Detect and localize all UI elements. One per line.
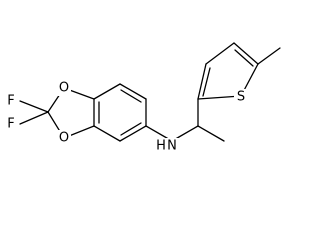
molecule-structure: F F O O H N S: [7, 42, 281, 154]
atom-fluorine-upper: F: [7, 94, 14, 109]
structure-canvas: F F O O H N S: [7, 42, 281, 154]
atom-sulfur: S: [237, 90, 245, 105]
bond-th-s-c2: [197, 95, 242, 100]
bond-ring-a: [93, 83, 121, 100]
bond-cf-upper: [19, 100, 49, 113]
bond-ring-b: [119, 83, 147, 100]
atom-oxygen-upper: O: [59, 81, 69, 96]
bond-th-c4-c5-inner: [234, 49, 254, 67]
bond-th-c2-c3-inner: [202, 67, 211, 97]
atom-hydrogen: H: [156, 139, 166, 154]
bond-th-c2-c3: [197, 63, 207, 100]
bond-cf-lower: [19, 111, 49, 125]
atom-fluorine-lower: F: [7, 117, 14, 132]
bond-ring-d-inner: [120, 122, 142, 136]
atom-nitrogen: N: [167, 139, 177, 154]
bond-ch-methyl: [197, 125, 225, 142]
bond-ring-b-inner: [120, 89, 142, 103]
bond-ring-d: [119, 125, 147, 142]
bond-th-c4-c5: [233, 42, 259, 65]
bond-ring-e: [93, 125, 121, 142]
atom-oxygen-lower: O: [59, 131, 69, 146]
bond-th-methyl: [257, 47, 281, 65]
bond-th-c3-c4: [205, 42, 235, 65]
